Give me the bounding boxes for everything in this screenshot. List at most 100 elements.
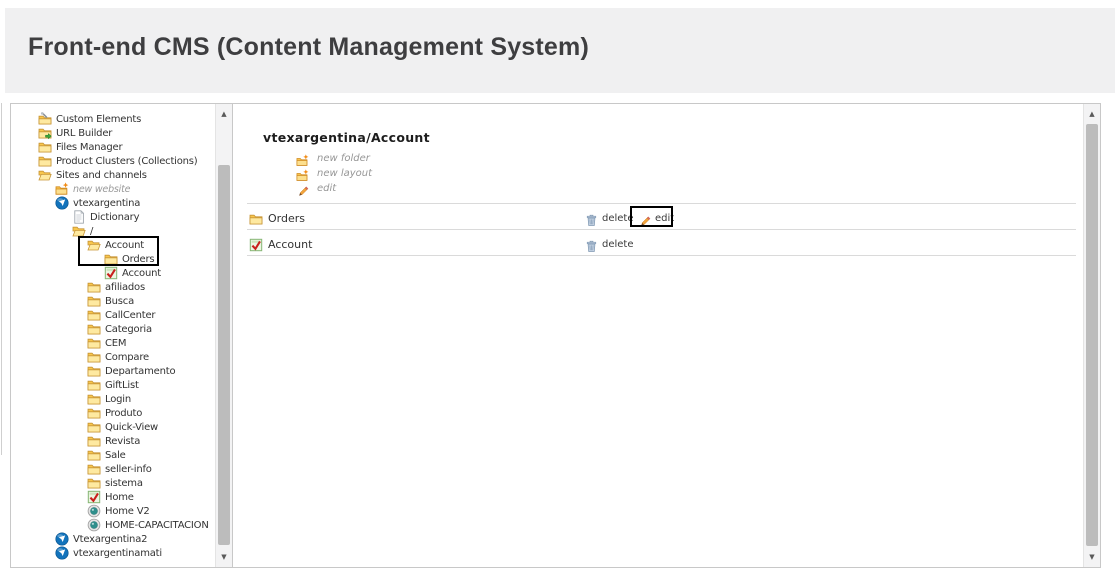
annotation-box-tree — [78, 236, 159, 266]
sidebar-item-label: Quick-View — [105, 421, 159, 433]
sidebar-item-label: vtexargentinamati — [73, 547, 162, 559]
scroll-down-icon[interactable]: ▼ — [221, 553, 227, 561]
sidebar-item-sale[interactable]: Sale — [11, 448, 232, 462]
edit-link[interactable]: edit — [296, 181, 372, 196]
sidebar-item-account[interactable]: Account — [11, 266, 232, 280]
sidebar-item-cem[interactable]: CEM — [11, 336, 232, 350]
sidebar-item-label: HOME-CAPACITACION — [105, 519, 209, 531]
layout-alt-icon — [87, 504, 101, 518]
delete-button[interactable]: delete — [585, 231, 634, 257]
sidebar-item-afiliados[interactable]: afiliados — [11, 280, 232, 294]
folder-icon — [87, 378, 101, 392]
sidebar-item-quick-view[interactable]: Quick-View — [11, 420, 232, 434]
sidebar-item-vtexargentina[interactable]: vtexargentina — [11, 196, 232, 210]
sidebar-item-departamento[interactable]: Departamento — [11, 364, 232, 378]
edit-button[interactable]: edit — [638, 205, 674, 231]
folder-open-icon — [87, 238, 101, 252]
folder-icon — [87, 308, 101, 322]
sidebar-item-label: afiliados — [105, 281, 145, 293]
folder-icon — [87, 322, 101, 336]
sidebar-item-produto[interactable]: Produto — [11, 406, 232, 420]
sidebar-item-seller-info[interactable]: seller-info — [11, 462, 232, 476]
sidebar-item-label: Files Manager — [56, 141, 123, 153]
sidebar-item-label: Product Clusters (Collections) — [56, 155, 198, 167]
sidebar-item-busca[interactable]: Busca — [11, 294, 232, 308]
sidebar-item-label: Orders — [122, 253, 155, 265]
folder-open-icon — [38, 168, 52, 182]
folder-icon — [87, 280, 101, 294]
folder-link-icon — [38, 126, 52, 140]
sidebar-item-dictionary[interactable]: Dictionary — [11, 210, 232, 224]
sidebar-item-label: Sale — [105, 449, 126, 461]
new-action-icon — [296, 167, 309, 181]
sidebar-item-compare[interactable]: Compare — [11, 350, 232, 364]
sidebar-item-label: Account — [122, 267, 161, 279]
tree-scrollbar-thumb[interactable] — [218, 165, 230, 545]
layout-active-icon — [104, 266, 118, 280]
folder-icon — [87, 364, 101, 378]
content-row-account: Account delete — [249, 231, 1079, 257]
sidebar-item-root[interactable]: / — [11, 224, 232, 238]
folder-icon — [87, 336, 101, 350]
sidebar-item-label: Vtexargentina2 — [73, 533, 148, 545]
layout-alt-icon — [87, 518, 101, 532]
folder-icon — [38, 140, 52, 154]
sidebar-item-giftlist[interactable]: GiftList — [11, 378, 232, 392]
page-header: Front-end CMS (Content Management System… — [5, 8, 1115, 93]
sidebar-item-product-clusters-collections[interactable]: Product Clusters (Collections) — [11, 154, 232, 168]
sidebar-item-label: Busca — [105, 295, 135, 307]
folder-wrench-icon — [38, 112, 52, 126]
sidebar-item-account[interactable]: Account — [11, 238, 232, 252]
trash-icon — [585, 212, 598, 226]
sidebar-item-callcenter[interactable]: CallCenter — [11, 308, 232, 322]
sidebar-item-label: Sites and channels — [56, 169, 147, 181]
sidebar-item-label: vtexargentina — [73, 197, 141, 209]
folder-open-icon — [72, 224, 86, 238]
sidebar-item-files-manager[interactable]: Files Manager — [11, 140, 232, 154]
site-icon — [55, 532, 69, 546]
sidebar-item-label: Produto — [105, 407, 143, 419]
sidebar-item-url-builder[interactable]: URL Builder — [11, 126, 232, 140]
sidebar-item-home-v2[interactable]: Home V2 — [11, 504, 232, 518]
page-title: Front-end CMS (Content Management System… — [28, 33, 589, 61]
new-layout-link[interactable]: new layout — [296, 166, 372, 181]
row-item-orders[interactable]: Orders — [249, 205, 305, 231]
sidebar-item-custom-elements[interactable]: Custom Elements — [11, 112, 232, 126]
sidebar-item-home-capacitacion[interactable]: HOME-CAPACITACION — [11, 518, 232, 532]
sidebar-item-label: seller-info — [105, 463, 152, 475]
sidebar-item-vtexargentina2[interactable]: Vtexargentina2 — [11, 532, 232, 546]
sidebar-item-revista[interactable]: Revista — [11, 434, 232, 448]
sidebar-item-login[interactable]: Login — [11, 392, 232, 406]
annotation-box-edit — [630, 206, 673, 227]
sidebar-item-label: Home V2 — [105, 505, 150, 517]
new-folder-link[interactable]: new folder — [296, 151, 372, 166]
row-action-label: delete — [602, 212, 634, 224]
main-scrollbar[interactable]: ▲ ▼ — [1083, 104, 1100, 567]
sidebar-item-sites-and-channels[interactable]: Sites and channels — [11, 168, 232, 182]
sidebar-item-label: Dictionary — [90, 211, 140, 223]
tree-scrollbar[interactable]: ▲ ▼ — [215, 104, 232, 567]
scroll-up-icon[interactable]: ▲ — [221, 110, 227, 118]
row-item-account[interactable]: Account — [249, 231, 312, 257]
sidebar-item-label: Revista — [105, 435, 141, 447]
site-icon — [55, 546, 69, 560]
sidebar-item-categoria[interactable]: Categoria — [11, 322, 232, 336]
folder-icon — [87, 462, 101, 476]
sidebar-item-label: Categoria — [105, 323, 152, 335]
sidebar-item-label: sistema — [105, 477, 143, 489]
sidebar-item-label: Home — [105, 491, 134, 503]
content-row-orders: Orders delete edit — [249, 205, 1079, 231]
sidebar-item-sistema[interactable]: sistema — [11, 476, 232, 490]
scroll-up-icon[interactable]: ▲ — [1089, 110, 1095, 118]
folder-icon — [87, 392, 101, 406]
sidebar-item-home[interactable]: Home — [11, 490, 232, 504]
sidebar-item-vtexargentinamati[interactable]: vtexargentinamati — [11, 546, 232, 560]
main-scrollbar-thumb[interactable] — [1086, 124, 1098, 546]
delete-button[interactable]: delete — [585, 205, 634, 231]
layout-active-icon — [249, 237, 263, 252]
scroll-down-icon[interactable]: ▼ — [1089, 553, 1095, 561]
sidebar-item-new-website[interactable]: new website — [11, 182, 232, 196]
